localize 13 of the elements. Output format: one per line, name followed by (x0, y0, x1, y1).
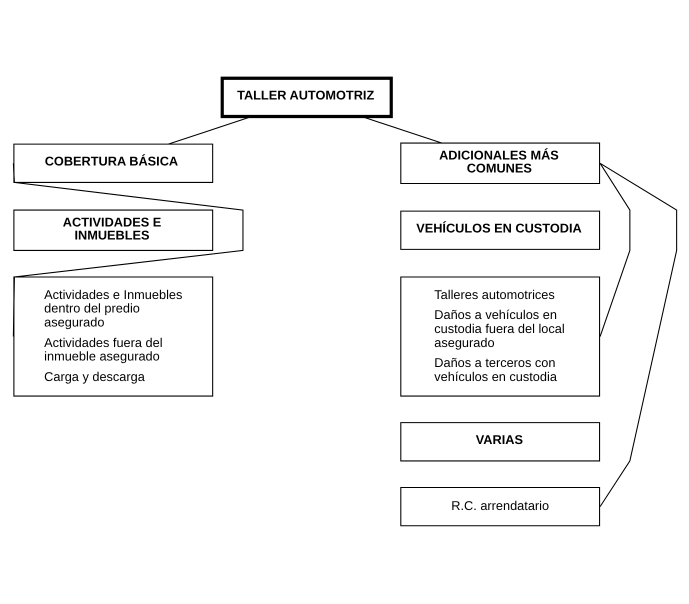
connector (599, 163, 630, 337)
connector (599, 162, 677, 507)
node-box: COBERTURA BÁSICA (12, 144, 213, 183)
node-box: ACTIVIDADES E INMUEBLES (12, 210, 213, 251)
node-box: VARIAS (400, 422, 600, 462)
node-box: R.C. arrendatario (400, 486, 600, 526)
node-box: ADICIONALES MÁS COMUNES (400, 142, 600, 184)
node-box: VEHÍCULOS EN CUSTODIA (400, 210, 600, 250)
node-box: TALLER AUTOMOTRIZ (220, 76, 392, 118)
node-box: Talleres automotrices Daños a vehículos en custodia fuera del local asegurado Daños a terceros con vehículos en custodia (400, 276, 600, 397)
connector (12, 163, 243, 337)
node-box: Actividades e Inmuebles dentro del predio asegurado Actividades fuera del inmueble asegurado Carga y descarga (12, 276, 213, 397)
connector (168, 116, 252, 145)
